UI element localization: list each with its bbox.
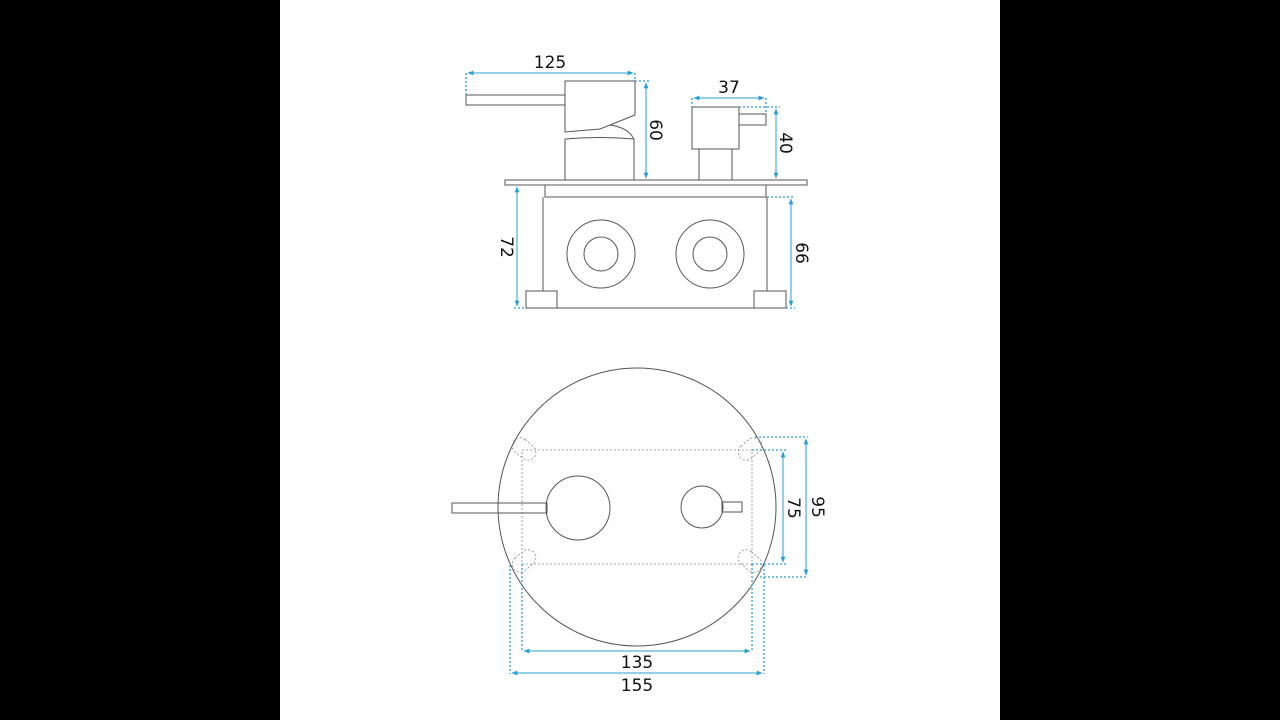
port-left-outer (566, 219, 636, 289)
cover-plate (504, 179, 808, 186)
small-stem (698, 149, 733, 180)
dim-label-40: 40 (775, 132, 795, 154)
port-right-outer (675, 219, 745, 289)
small-handle-body (691, 106, 740, 150)
dim-label-95: 95 (807, 496, 827, 518)
main-handle-body (564, 80, 636, 133)
main-stem (564, 137, 635, 180)
foot-right (753, 290, 787, 309)
dim-label-75: 75 (783, 497, 803, 519)
foot-left (525, 290, 558, 309)
dim-label-37: 37 (718, 78, 740, 98)
dim-label-125: 125 (534, 53, 566, 73)
dim-label-60: 60 (645, 119, 665, 141)
port-right-inner (692, 236, 728, 272)
port-left-inner (583, 236, 619, 272)
dim-label-155: 155 (621, 676, 653, 696)
mounting-slots (511, 437, 763, 573)
valve-box (526, 197, 786, 309)
drawing-sheet (280, 0, 1000, 720)
handle-neck (609, 124, 635, 141)
side-view: 125 60 37 40 72 66 (465, 53, 811, 309)
front-main-lever (451, 502, 548, 514)
main-lever (465, 94, 566, 106)
front-small-knob (680, 485, 724, 529)
front-small-lever (721, 501, 743, 513)
front-view: 95 75 135 155 (451, 367, 827, 696)
dim-label-66: 66 (791, 242, 811, 264)
dim-label-72: 72 (496, 236, 516, 258)
front-main-knob (545, 475, 611, 541)
dim-label-135: 135 (621, 653, 653, 673)
inner-plate (544, 184, 767, 198)
hidden-box-outline (521, 449, 753, 565)
round-cover-plate (497, 367, 777, 647)
small-lever (738, 113, 767, 126)
